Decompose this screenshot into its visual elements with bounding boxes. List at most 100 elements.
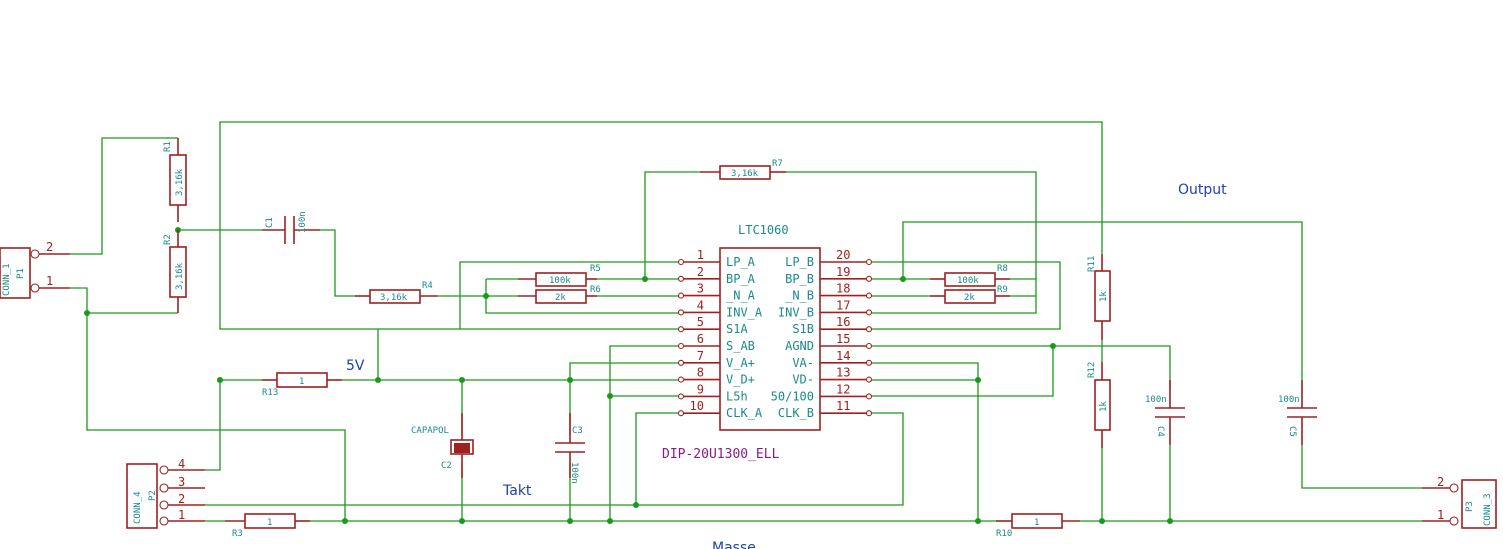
connector-p3[interactable]: 2 1 P3 CONN_3 xyxy=(1422,475,1497,529)
net-masse: Masse xyxy=(712,540,756,549)
ic-pin-end xyxy=(865,359,873,366)
resistor-r4[interactable]: 3,16k R4 xyxy=(355,281,438,304)
capacitor-c1[interactable]: C1 100n xyxy=(262,211,320,244)
wires xyxy=(70,121,1422,522)
ic-pin-number: 17 xyxy=(836,298,850,312)
resistor-r6[interactable]: 2k R6 xyxy=(518,285,601,304)
ic-pin-number: 12 xyxy=(836,382,850,396)
p3-ref: P3 xyxy=(1465,501,1475,512)
ic-pin-end xyxy=(677,376,685,383)
ic-pin-end xyxy=(865,342,873,350)
p2-pin-4: 4 xyxy=(178,457,185,471)
ic-pin-name: BP_B xyxy=(785,272,814,286)
ic-pin-number: 8 xyxy=(697,366,704,380)
ic-pin-number: 4 xyxy=(697,298,704,312)
ic-pin-name: _N_A xyxy=(726,289,756,303)
ic-footprint: DIP-20U1300_ELL xyxy=(662,447,780,462)
connector-p1[interactable]: 2 1 CONN_1 P1 xyxy=(0,240,70,299)
r4-ref: R4 xyxy=(422,281,433,291)
p1-pin-1: 1 xyxy=(46,274,53,288)
r10-ref: R10 xyxy=(996,529,1012,539)
p3-value: CONN_3 xyxy=(1483,493,1493,526)
r4-value: 3,16k xyxy=(380,293,408,303)
r1-value: 3,16k xyxy=(175,168,185,196)
ic-pin-name: AGND xyxy=(785,339,814,353)
ic-pin-name: 50/100 xyxy=(771,389,814,403)
resistor-r9[interactable]: 2k R9 xyxy=(930,285,1010,304)
resistor-r11[interactable]: 1k R11 xyxy=(1087,254,1111,340)
ic-pin-end xyxy=(865,393,873,400)
ic-pin-number: 5 xyxy=(697,315,704,329)
ic-pin-number: 6 xyxy=(697,332,704,346)
ic-pin-end xyxy=(865,376,873,383)
ic-pin-name: VA- xyxy=(792,356,814,370)
ic-pin-number: 20 xyxy=(836,248,850,262)
ic-pin-number: 9 xyxy=(697,382,704,396)
capacitor-c3[interactable]: C3 100n xyxy=(555,413,585,484)
resistor-r12[interactable]: 1k R12 xyxy=(1087,362,1111,448)
resistor-r13[interactable]: 1 R13 xyxy=(262,372,342,398)
c5-ref: C5 xyxy=(1287,426,1297,437)
ic-pin-end xyxy=(865,326,873,333)
resistor-r10[interactable]: 1 R10 xyxy=(996,513,1080,539)
c3-value: 100n xyxy=(569,462,579,484)
ic-pin-number: 19 xyxy=(836,265,850,279)
ic-pin-name: L5h xyxy=(726,389,748,403)
ic-pin-number: 10 xyxy=(690,399,704,413)
capacitor-c5[interactable]: 100n C5 xyxy=(1278,380,1317,445)
resistor-r5[interactable]: 100k R5 xyxy=(518,264,601,287)
ic-pin-name: S_AB xyxy=(726,339,755,353)
r3-ref: R3 xyxy=(232,529,243,539)
ic-pin-name: INV_A xyxy=(726,305,763,319)
ic-pin-end xyxy=(677,393,685,400)
c2-value: CAPAPOL xyxy=(411,426,449,436)
c2-ref: C2 xyxy=(441,461,452,471)
ic-pin-end xyxy=(677,258,685,266)
r5-value: 100k xyxy=(549,276,571,286)
r1-ref: R1 xyxy=(163,141,173,152)
resistor-r2[interactable]: 3,16k R2 xyxy=(163,230,187,313)
p2-value: CONN_4 xyxy=(133,491,143,524)
c5-value: 100n xyxy=(1278,395,1300,405)
ic-pin-number: 13 xyxy=(836,366,850,380)
ic-pin-end xyxy=(677,275,685,282)
r9-value: 2k xyxy=(964,293,975,303)
resistor-r3[interactable]: 1 R3 xyxy=(225,513,310,539)
capacitor-c4[interactable]: 100n C4 xyxy=(1145,380,1185,445)
ic-pin-end xyxy=(865,258,873,266)
r8-ref: R8 xyxy=(997,264,1008,274)
r12-ref: R12 xyxy=(1087,362,1097,378)
ic-pin-name: S1A xyxy=(726,322,748,336)
r10-value: 1 xyxy=(1034,518,1039,528)
ic-pin-end xyxy=(865,292,873,299)
connector-p2[interactable]: 4 3 2 1 CONN_4 P2 xyxy=(126,457,205,529)
c3-ref: C3 xyxy=(572,426,583,436)
ic-pin-end xyxy=(865,275,873,282)
r2-value: 3,16k xyxy=(175,262,185,290)
resistor-r1[interactable]: 3,16k R1 xyxy=(163,138,187,222)
ic-pin-number: 15 xyxy=(836,332,850,346)
r7-value: 3,16k xyxy=(731,169,759,179)
r13-ref: R13 xyxy=(262,388,278,398)
capacitor-c2[interactable]: CAPAPOL C2 xyxy=(411,413,474,478)
ic-pin-number: 11 xyxy=(836,399,850,413)
r11-ref: R11 xyxy=(1087,256,1097,272)
r8-value: 100k xyxy=(957,276,979,286)
p2-ref: P2 xyxy=(148,490,158,501)
p2-pin-2: 2 xyxy=(178,492,185,506)
ic-ref: LTC1060 xyxy=(738,223,789,237)
ic-pin-end xyxy=(865,410,873,417)
r13-value: 1 xyxy=(299,377,304,387)
ic-pin-number: 18 xyxy=(836,282,850,296)
ic-pin-end xyxy=(677,326,685,333)
p2-pin-3: 3 xyxy=(178,475,185,489)
ic-pin-end xyxy=(677,410,685,417)
p1-ref: P1 xyxy=(16,268,26,279)
resistor-r8[interactable]: 100k R8 xyxy=(930,264,1010,287)
resistor-r7[interactable]: 3,16k R7 xyxy=(700,159,786,180)
r2-ref: R2 xyxy=(163,234,173,245)
p1-value: CONN_1 xyxy=(2,263,12,296)
r9-ref: R9 xyxy=(997,285,1008,295)
